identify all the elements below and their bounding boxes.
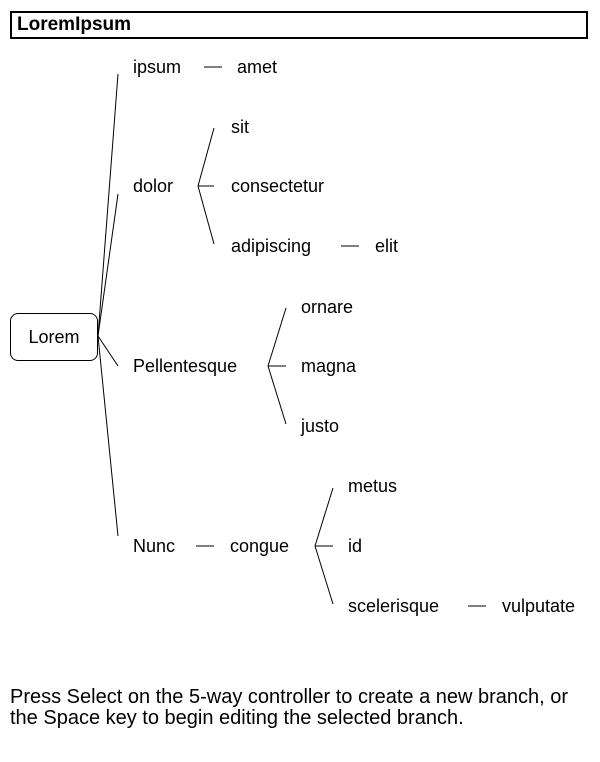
node-dolor[interactable]: dolor: [133, 176, 174, 196]
node-adipiscing[interactable]: adipiscing: [231, 236, 312, 256]
connector-lines: [97, 66, 486, 607]
node-scelerisque[interactable]: scelerisque: [348, 596, 440, 616]
node-amet[interactable]: amet: [237, 57, 278, 77]
node-id[interactable]: id: [348, 536, 363, 556]
connector-root-pellentesque: [97, 335, 119, 367]
root-node-label: Lorem: [28, 326, 80, 347]
connector-root-dolor: [97, 193, 119, 337]
page-title: LoremIpsum: [10, 11, 588, 39]
connector-root-nunc: [97, 335, 119, 537]
node-justo[interactable]: justo: [301, 416, 340, 436]
root-node[interactable]: Lorem: [10, 313, 98, 361]
node-nunc[interactable]: Nunc: [133, 536, 176, 556]
node-sit[interactable]: sit: [231, 117, 249, 137]
node-magna[interactable]: magna: [301, 356, 357, 376]
connector-dolor-adipiscing: [197, 185, 215, 245]
node-vulputate[interactable]: vulputate: [502, 596, 576, 616]
node-ipsum[interactable]: ipsum: [133, 57, 182, 77]
instructions-text: Press Select on the 5-way controller to …: [10, 686, 569, 729]
node-elit[interactable]: elit: [375, 236, 399, 256]
connector-dolor-sit: [197, 127, 215, 187]
node-consectetur[interactable]: consectetur: [231, 176, 325, 196]
connector-congue-metus: [314, 487, 334, 547]
node-metus[interactable]: metus: [348, 476, 398, 496]
node-congue[interactable]: congue: [230, 536, 290, 556]
connector-pellentesque-justo: [267, 365, 287, 425]
mind-map-canvas[interactable]: Lorem ipsum amet dolor sit consectetur a…: [0, 0, 600, 660]
node-pellentesque[interactable]: Pellentesque: [133, 356, 238, 376]
connector-congue-scelerisque: [314, 545, 334, 605]
node-ornare[interactable]: ornare: [301, 297, 354, 317]
connector-root-ipsum: [97, 73, 119, 337]
connector-pellentesque-ornare: [267, 307, 287, 367]
